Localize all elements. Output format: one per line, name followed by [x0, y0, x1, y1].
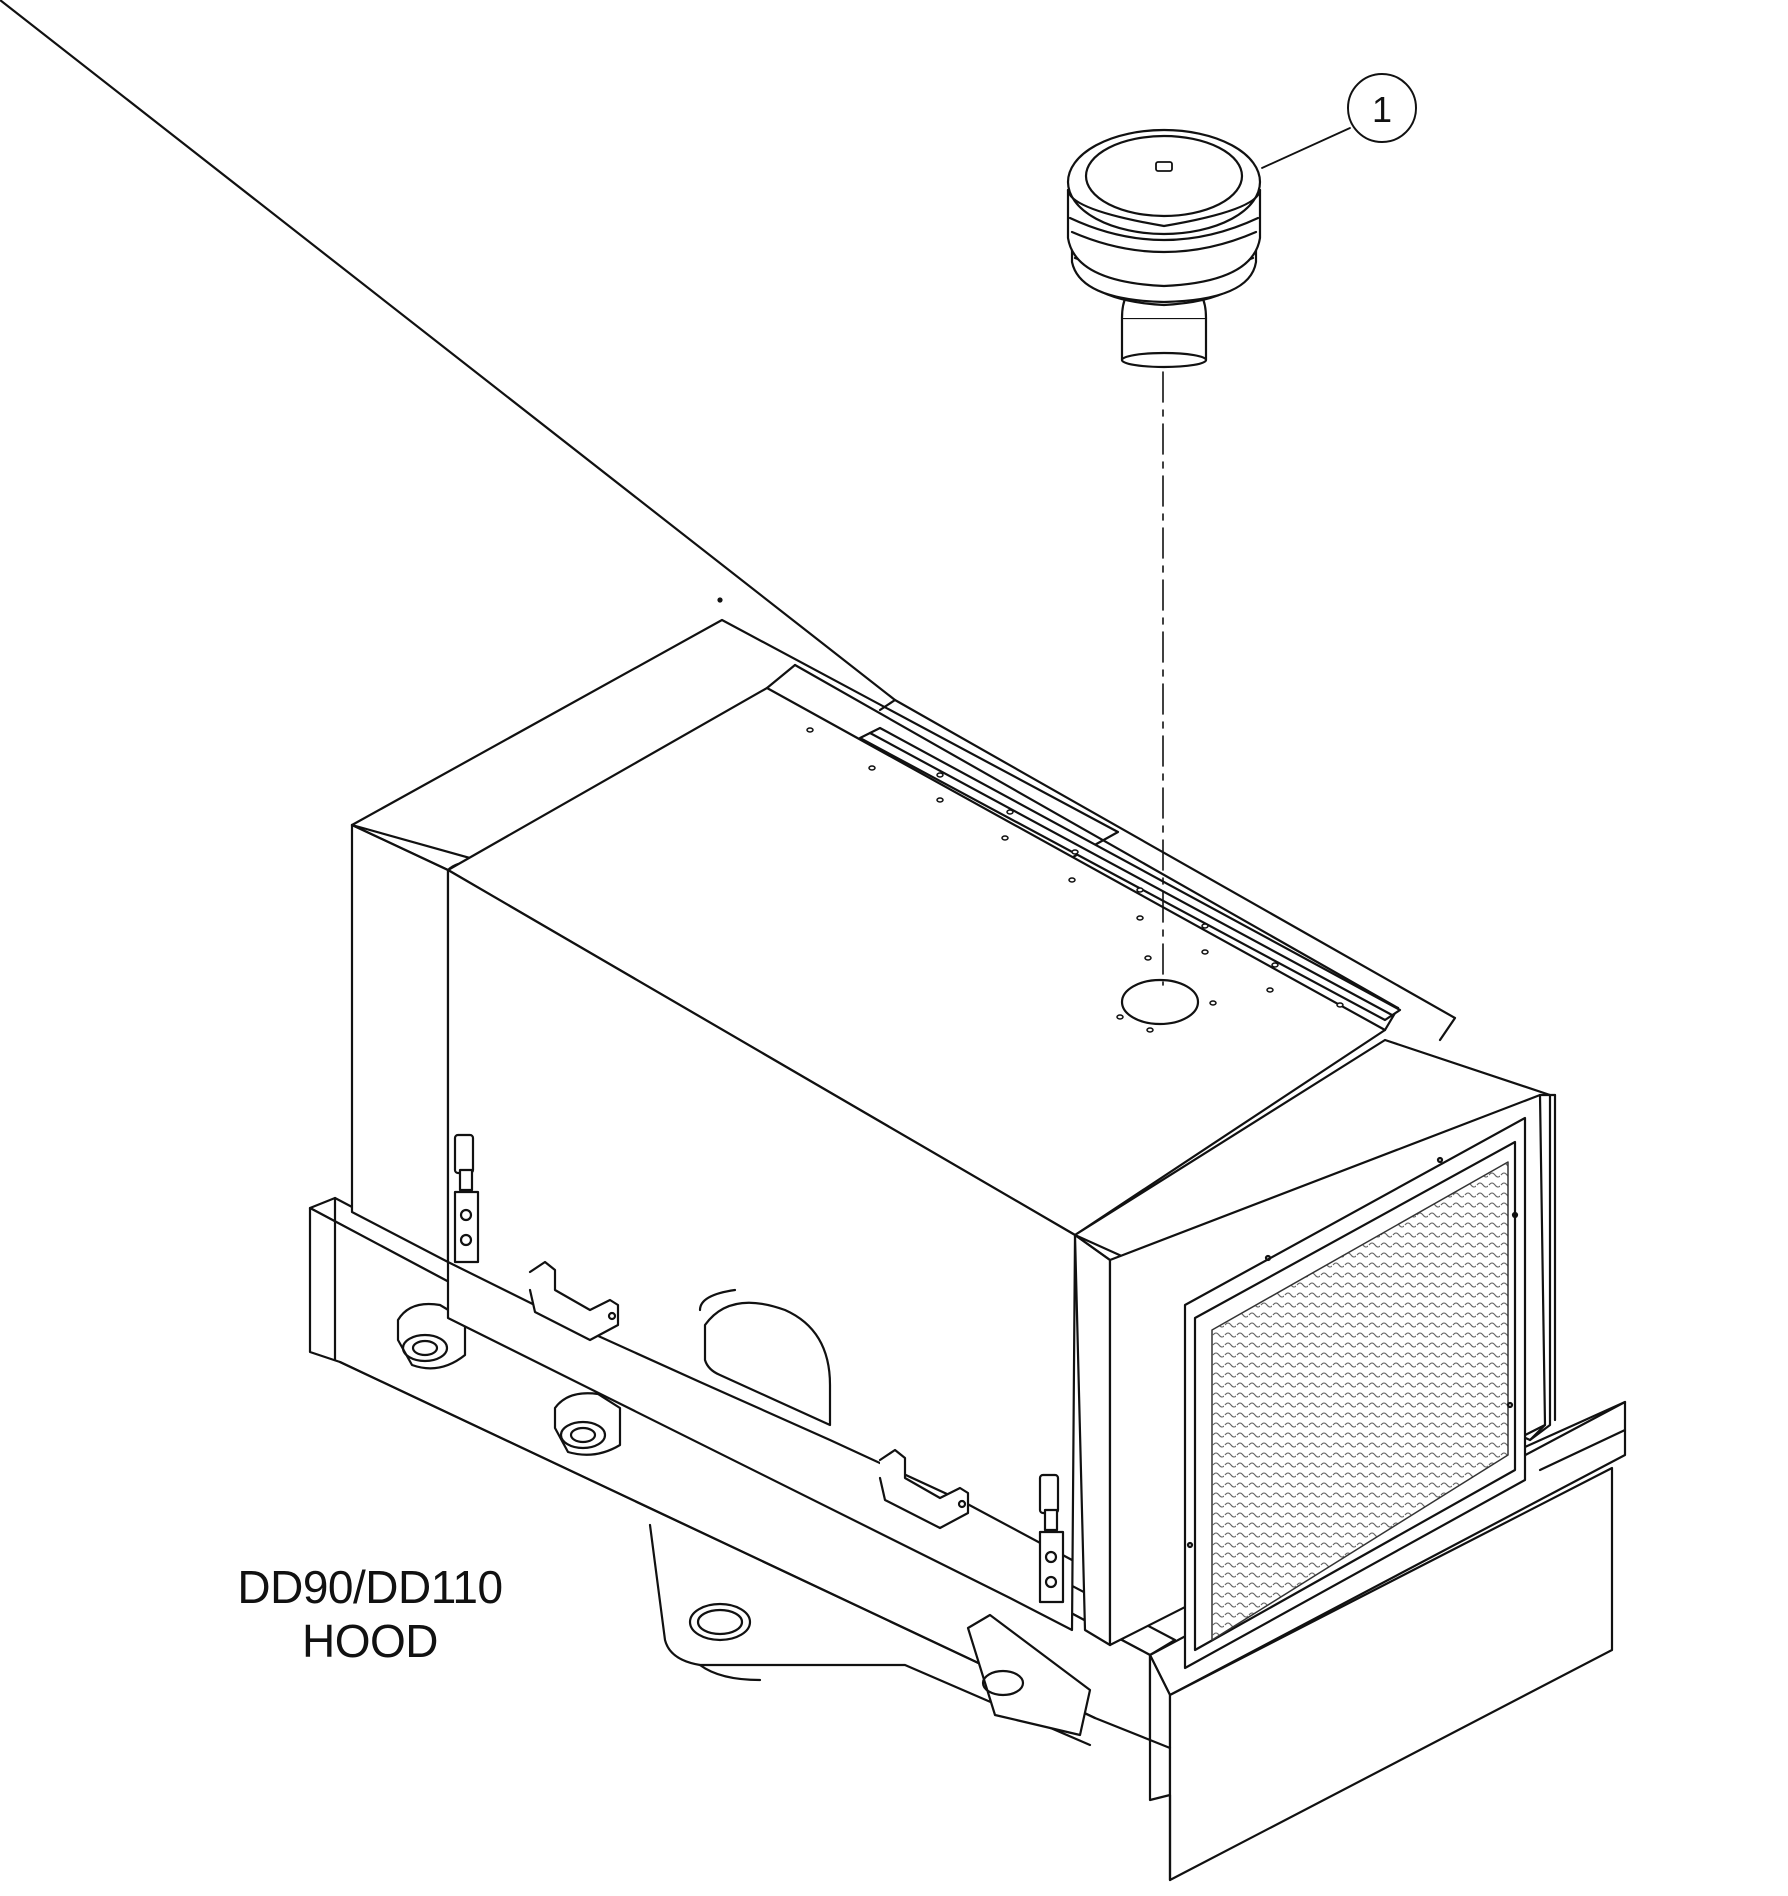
caption-title: HOOD [302, 1615, 439, 1667]
callout-number-1: 1 [1372, 89, 1392, 130]
bracket-right [878, 1448, 970, 1530]
lift-lug-1 [396, 1302, 467, 1370]
air-filter-part [1066, 128, 1262, 369]
lift-lug-2 [553, 1392, 622, 1456]
bracket-left [528, 1260, 620, 1342]
hood-assembly [0, 0, 1557, 1670]
perforated-grille [1211, 1161, 1509, 1641]
diagram-caption: DD90/DD110 HOOD [200, 1560, 540, 1668]
latch-left [453, 1133, 480, 1264]
callout-1: 1 [1261, 73, 1417, 169]
latch-right [1038, 1473, 1065, 1604]
caption-model: DD90/DD110 [237, 1561, 503, 1613]
